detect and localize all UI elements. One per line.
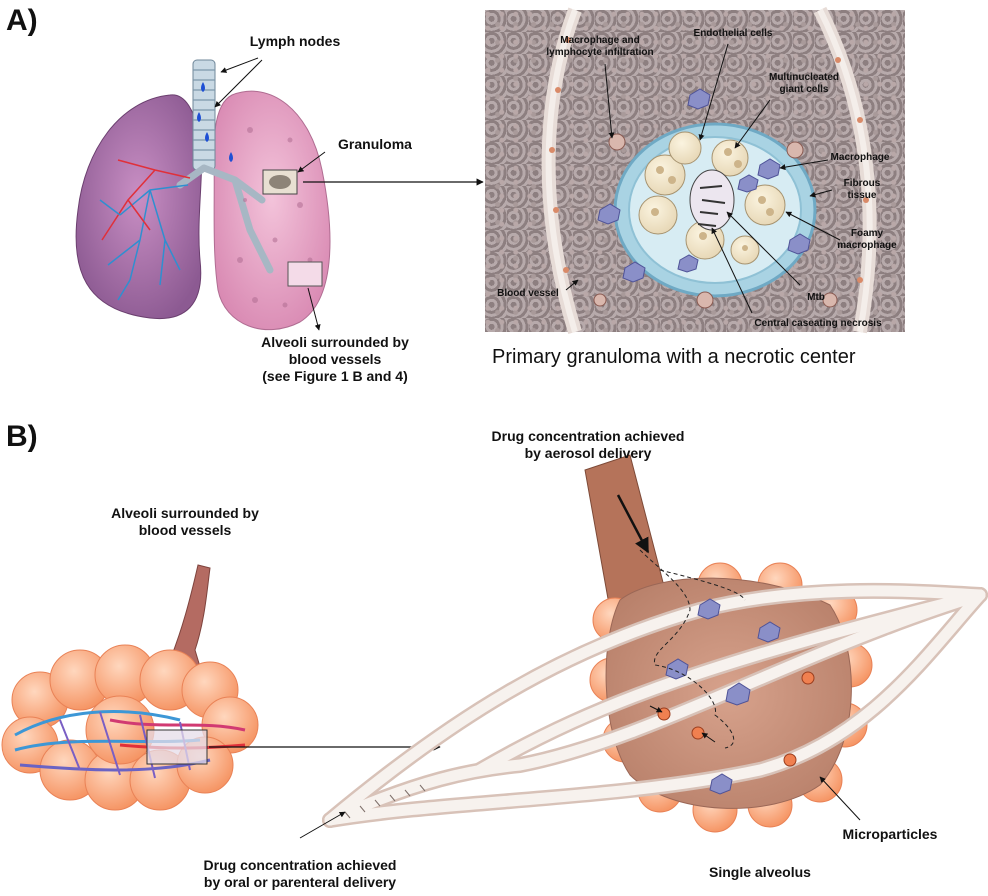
- mtb-label: Mtb: [796, 292, 836, 304]
- micrograph-caption: Primary granuloma with a necrotic center: [492, 346, 912, 369]
- right-lung: [214, 91, 330, 329]
- alveoli-cluster: [2, 565, 258, 810]
- necrotic-center: [690, 170, 734, 230]
- alveoli-label-b: Alveoli surrounded by blood vessels: [85, 505, 285, 539]
- oral-delivery-label: Drug concentration achieved by oral or p…: [170, 857, 430, 891]
- lymph-nodes-label: Lymph nodes: [240, 33, 350, 50]
- aerosol-delivery-label: Drug concentration achieved by aerosol d…: [468, 428, 708, 462]
- fibrous-tissue-label: Fibrous tissue: [832, 178, 892, 202]
- macrophage-label: Macrophage: [820, 152, 900, 164]
- foamy-macrophage-label: Foamy macrophage: [832, 228, 902, 252]
- alveoli-zoom-box: [147, 730, 207, 764]
- left-lung: [76, 95, 202, 319]
- endothelial-label: Endothelial cells: [688, 28, 778, 40]
- blood-vessel-label: Blood vessel: [488, 288, 568, 300]
- alveoli-box: [288, 262, 322, 286]
- infiltration-label: Macrophage and lymphocyte infiltration: [540, 35, 660, 59]
- single-alveolus: [330, 455, 980, 832]
- granuloma-label: Granuloma: [325, 136, 425, 153]
- microparticles-label: Microparticles: [830, 826, 950, 843]
- necrosis-label: Central caseating necrosis: [735, 318, 901, 330]
- giant-cells-label: Multinucleated giant cells: [764, 72, 844, 96]
- single-alveolus-label: Single alveolus: [690, 864, 830, 881]
- alveoli-label-a: Alveoli surrounded by blood vessels (see…: [220, 334, 450, 385]
- lungs-illustration: [76, 60, 330, 330]
- blood-vessel-right: [820, 10, 870, 332]
